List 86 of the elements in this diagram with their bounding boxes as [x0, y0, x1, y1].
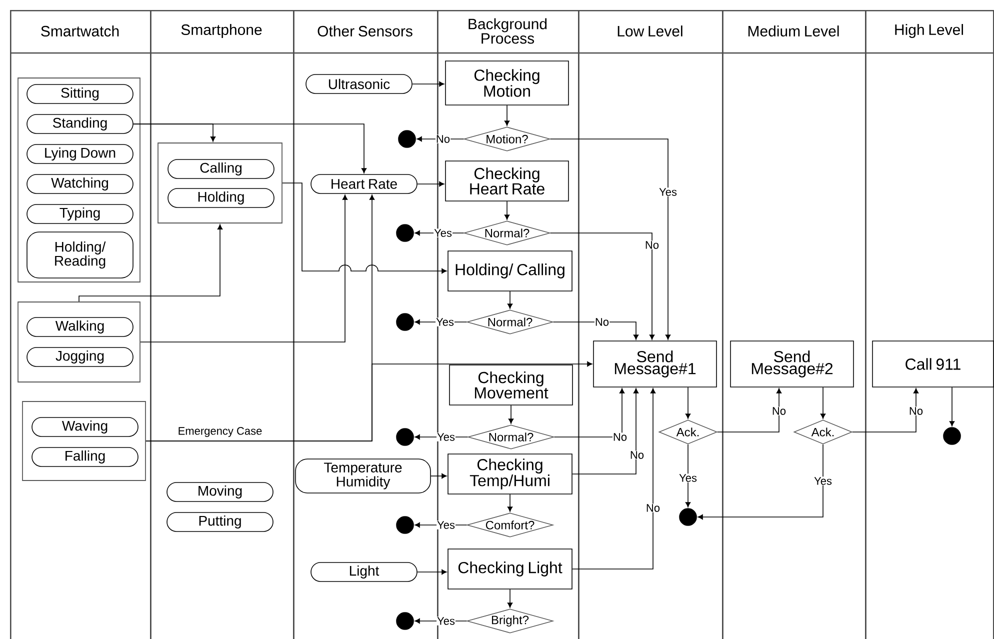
- state-pill: Typing: [26, 204, 134, 224]
- arrow: [554, 388, 625, 438]
- state-pill: Standing: [26, 114, 134, 134]
- state-pill: Heart Rate: [310, 174, 418, 194]
- edge-label: No: [908, 406, 924, 416]
- edge-label: Yes: [678, 474, 698, 482]
- arrow: [414, 522, 467, 528]
- arrow: [140, 194, 348, 342]
- arrow: [417, 181, 444, 187]
- edge-label: Yes: [436, 432, 456, 442]
- arrow: [133, 124, 216, 142]
- arrow: [414, 230, 464, 236]
- process-box: Call 911: [872, 340, 994, 388]
- arrow: [430, 473, 447, 479]
- process-box: Checking Temp/Humi: [448, 454, 572, 494]
- edge-label: No: [645, 504, 661, 512]
- process-box: Checking Movement: [449, 364, 573, 406]
- arrow: [507, 589, 513, 608]
- arrow: [550, 232, 655, 340]
- arrow: [414, 319, 467, 325]
- process-box: Checking Heart Rate: [445, 160, 569, 202]
- state-pill: Watching: [26, 174, 134, 194]
- arrow: [717, 388, 782, 432]
- edge-label: Yes: [436, 520, 456, 530]
- state-pill: Holding/ Reading: [26, 232, 134, 278]
- arrow: [820, 387, 826, 419]
- state-pill: Walking: [26, 317, 134, 337]
- edge-label: Yes: [658, 188, 678, 196]
- terminal-dot: [396, 516, 414, 534]
- arrow: [550, 138, 671, 340]
- arrow: [507, 291, 513, 309]
- arrow: [414, 434, 468, 440]
- process-box: Send Message#2: [730, 340, 854, 388]
- edge-label: No: [594, 318, 610, 326]
- state-pill: Holding: [168, 188, 274, 208]
- state-pill: Calling: [168, 159, 274, 179]
- state-pill: Jogging: [26, 347, 134, 367]
- terminal-dot: [943, 427, 961, 445]
- arrow: [949, 387, 955, 426]
- edge-label: No: [644, 240, 660, 250]
- arrow: [852, 388, 919, 432]
- arrow: [282, 182, 447, 274]
- edge-label: Yes: [436, 318, 454, 326]
- process-box: Send Message#1: [593, 340, 717, 388]
- terminal-dot: [679, 508, 697, 526]
- arrow: [78, 224, 223, 302]
- state-pill: Waving: [32, 417, 138, 437]
- state-pill: Falling: [32, 447, 138, 467]
- arrow: [685, 444, 691, 508]
- arrow: [412, 81, 444, 87]
- process-box: Checking Motion: [445, 60, 569, 106]
- terminal-dot: [396, 313, 414, 331]
- arrow: [572, 388, 656, 570]
- arrow: [507, 494, 513, 512]
- edge-label: Emergency Case: [178, 427, 262, 437]
- state-pill: Light: [310, 562, 418, 582]
- process-box: Holding/ Calling: [448, 250, 572, 292]
- terminal-dot: [396, 612, 414, 630]
- arrow: [553, 322, 639, 340]
- arrow: [504, 201, 510, 220]
- state-pill: Temperature Humidity: [295, 458, 431, 494]
- state-pill: Lying Down: [26, 144, 134, 164]
- terminal-dot: [396, 428, 414, 446]
- arrow: [416, 136, 464, 142]
- edge-label: Yes: [814, 476, 832, 486]
- arrow: [685, 387, 691, 419]
- state-pill: Sitting: [26, 84, 134, 104]
- arrow: [572, 388, 639, 474]
- arrow: [504, 105, 510, 126]
- arrow: [417, 569, 447, 575]
- terminal-dot: [398, 130, 416, 148]
- process-box: Checking Light: [448, 548, 572, 590]
- arrow: [146, 361, 592, 442]
- edge-label: No: [435, 134, 451, 144]
- state-pill: Moving: [166, 482, 274, 502]
- arrow: [508, 405, 514, 424]
- edge-label: No: [612, 432, 628, 442]
- state-pill: Putting: [166, 512, 274, 532]
- edge-label: No: [771, 406, 787, 416]
- terminal-dot: [396, 224, 414, 242]
- arrow: [414, 618, 467, 624]
- edge-label: Yes: [434, 228, 452, 238]
- state-pill: Ultrasonic: [306, 74, 412, 94]
- edge-label: No: [629, 450, 645, 460]
- edge-label: Yes: [436, 616, 456, 626]
- arrow: [698, 444, 824, 520]
